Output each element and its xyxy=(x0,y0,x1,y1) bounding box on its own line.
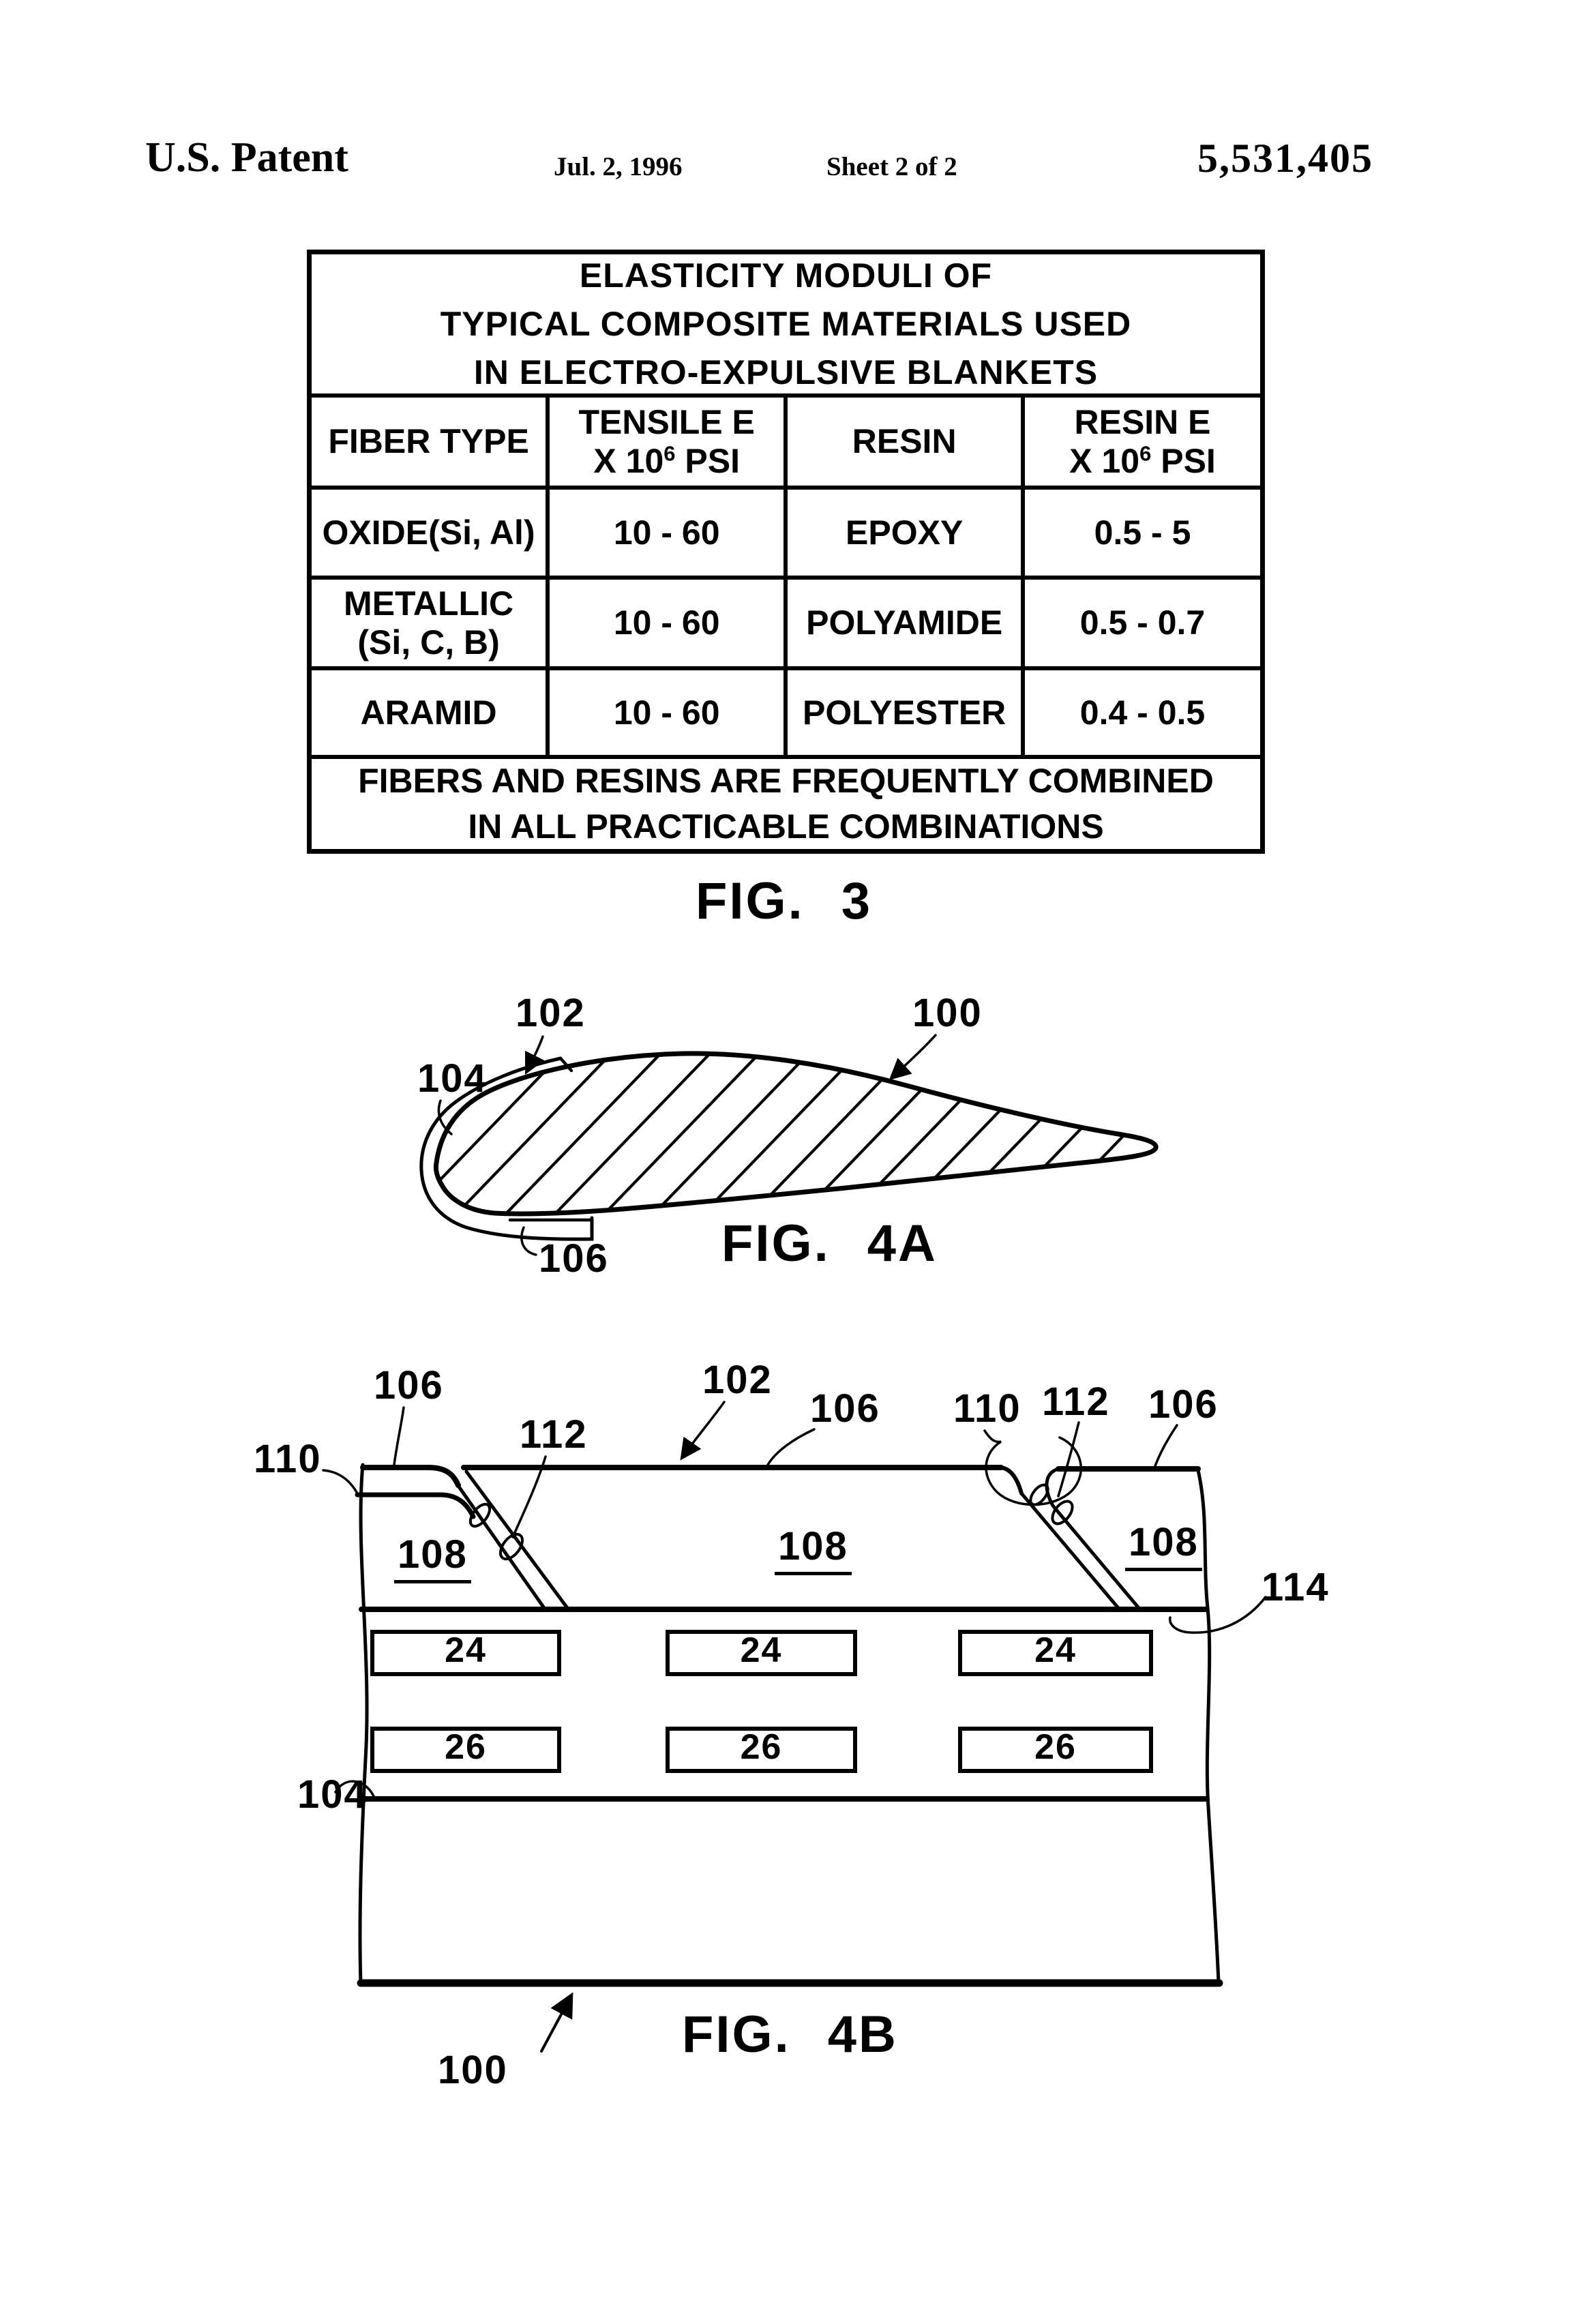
table-row: OXIDE(Si, Al) 10 - 60 EPOXY 0.5 - 5 xyxy=(312,490,1260,580)
leader-arrow-100b xyxy=(540,1992,573,2053)
joint-right-spring-1 xyxy=(1029,1483,1049,1506)
table-title-line: TYPICAL COMPOSITE MATERIALS USED xyxy=(440,305,1132,343)
joint-right-spring-2 xyxy=(1051,1500,1074,1525)
ref-108-panel-right: 108 xyxy=(1125,1519,1202,1571)
fig4b-drawing xyxy=(322,1401,1267,2053)
leader-106-mid xyxy=(766,1428,816,1466)
cell-resin-e: 0.5 - 5 xyxy=(1025,490,1260,580)
cell-fiber: ARAMID xyxy=(312,670,550,759)
ref-104-inner-layer: 104 xyxy=(297,1772,368,1817)
conductor-box-24-mid: 24 xyxy=(666,1630,857,1676)
table-footnote: FIBERS AND RESINS ARE FREQUENTLY COMBINE… xyxy=(358,761,1214,846)
cell-resin-e: 0.5 - 0.7 xyxy=(1025,580,1260,670)
fig4a-caption: FIG. 4A xyxy=(721,1215,938,1272)
leader-112-right xyxy=(1057,1421,1080,1498)
cell-resin: EPOXY xyxy=(788,490,1026,580)
cell-tensile: 10 - 60 xyxy=(550,670,788,759)
ref-102-blanket: 102 xyxy=(516,991,586,1035)
cell-resin: POLYESTER xyxy=(788,670,1026,759)
table-title-line: IN ELECTRO-EXPULSIVE BLANKETS xyxy=(473,353,1099,391)
blanket-layer-line xyxy=(419,1056,594,1241)
table-row: ARAMID 10 - 60 POLYESTER 0.4 - 0.5 xyxy=(312,670,1260,759)
outer-layer-step xyxy=(355,1492,476,1519)
leader-104b xyxy=(334,1780,375,1798)
leader-arrow-102b xyxy=(680,1401,726,1461)
conductor-box-24-left: 24 xyxy=(370,1630,561,1676)
right-break-edge xyxy=(1196,1468,1221,1985)
ref-108-panel-mid: 108 xyxy=(775,1523,852,1575)
leader-110-left xyxy=(322,1469,359,1495)
leader-arrow-100a xyxy=(889,1034,937,1080)
patent-header-date: Jul. 2, 1996 xyxy=(554,152,683,181)
leader-106-right xyxy=(1154,1424,1178,1468)
conductor-box-26-mid: 26 xyxy=(666,1727,857,1773)
cell-resin-e: 0.4 - 0.5 xyxy=(1025,670,1260,759)
joint-left-spring-1 xyxy=(468,1502,492,1528)
elasticity-table-title: ELASTICITY MODULI OF TYPICAL COMPOSITE M… xyxy=(312,254,1260,398)
airfoil-outline xyxy=(433,1051,1159,1217)
cell-tensile: 10 - 60 xyxy=(550,580,788,670)
col-header-resin-e: RESIN E X 106 PSI xyxy=(1025,398,1260,490)
cell-fiber: METALLIC (Si, C, B) xyxy=(312,580,550,670)
blanket-top-tick xyxy=(558,1056,573,1073)
patent-header-number: 5,531,405 xyxy=(1197,136,1373,181)
ref-104-nose-layer: 104 xyxy=(417,1056,488,1101)
ref-112-joint-left: 112 xyxy=(520,1412,588,1457)
fig4b-caption: FIG. 4B xyxy=(682,2006,898,2064)
leader-arrow-102a xyxy=(525,1035,545,1075)
fig4a-drawing xyxy=(419,1034,1159,1256)
patent-header-sheet: Sheet 2 of 2 xyxy=(826,152,957,181)
conductor-box-26-left: 26 xyxy=(370,1727,561,1773)
leader-106a xyxy=(520,1226,537,1256)
conductor-box-24-right: 24 xyxy=(958,1630,1153,1676)
ref-100-airfoil: 100 xyxy=(912,991,983,1035)
ref-102-skin: 102 xyxy=(702,1358,773,1402)
table-row: METALLIC (Si, C, B) 10 - 60 POLYAMIDE 0.… xyxy=(312,580,1260,670)
leader-106-left xyxy=(393,1406,405,1466)
conductor-box-26-right: 26 xyxy=(958,1727,1153,1773)
leader-112-left xyxy=(511,1455,547,1538)
ref-106-skin-left: 106 xyxy=(374,1363,444,1407)
col-header-resin: RESIN xyxy=(788,398,1026,490)
ref-106-skin-right: 106 xyxy=(1148,1382,1219,1427)
ref-114-trailing-edge: 114 xyxy=(1262,1565,1330,1609)
ref-108-panel-left: 108 xyxy=(394,1532,471,1583)
ref-106-skin-mid: 106 xyxy=(810,1386,880,1431)
col-header-tensile-e: TENSILE E X 106 PSI xyxy=(550,398,788,490)
patent-header-title: U.S. Patent xyxy=(145,134,348,181)
left-break-edge xyxy=(358,1463,369,1985)
joint-left-slant-b xyxy=(464,1470,569,1610)
fig3-caption: FIG. 3 xyxy=(696,872,873,930)
table-title-line: ELASTICITY MODULI OF xyxy=(579,256,993,295)
ref-106-blanket-end: 106 xyxy=(539,1236,609,1281)
joint-left-spring-2 xyxy=(498,1532,524,1561)
cell-resin: POLYAMIDE xyxy=(788,580,1026,670)
leader-104a xyxy=(437,1099,453,1135)
cell-fiber: OXIDE(Si, Al) xyxy=(312,490,550,580)
table-header-row: FIBER TYPE TENSILE E X 106 PSI RESIN RES… xyxy=(312,398,1260,490)
skin-left-top xyxy=(360,1465,461,1488)
ref-110-outer-left: 110 xyxy=(254,1437,322,1481)
ref-110-outer-right: 110 xyxy=(953,1386,1021,1431)
leader-114 xyxy=(1169,1596,1267,1634)
col-header-fiber-type: FIBER TYPE xyxy=(312,398,550,490)
ref-100-structure: 100 xyxy=(438,2048,508,2092)
skin-main-right-corner xyxy=(999,1465,1024,1495)
joint-left-slant-a xyxy=(455,1482,546,1610)
cell-tensile: 10 - 60 xyxy=(550,490,788,580)
elasticity-table: ELASTICITY MODULI OF TYPICAL COMPOSITE M… xyxy=(307,250,1265,854)
joint-right-slant-a xyxy=(1019,1491,1120,1610)
ref-112-joint-right: 112 xyxy=(1042,1380,1110,1424)
